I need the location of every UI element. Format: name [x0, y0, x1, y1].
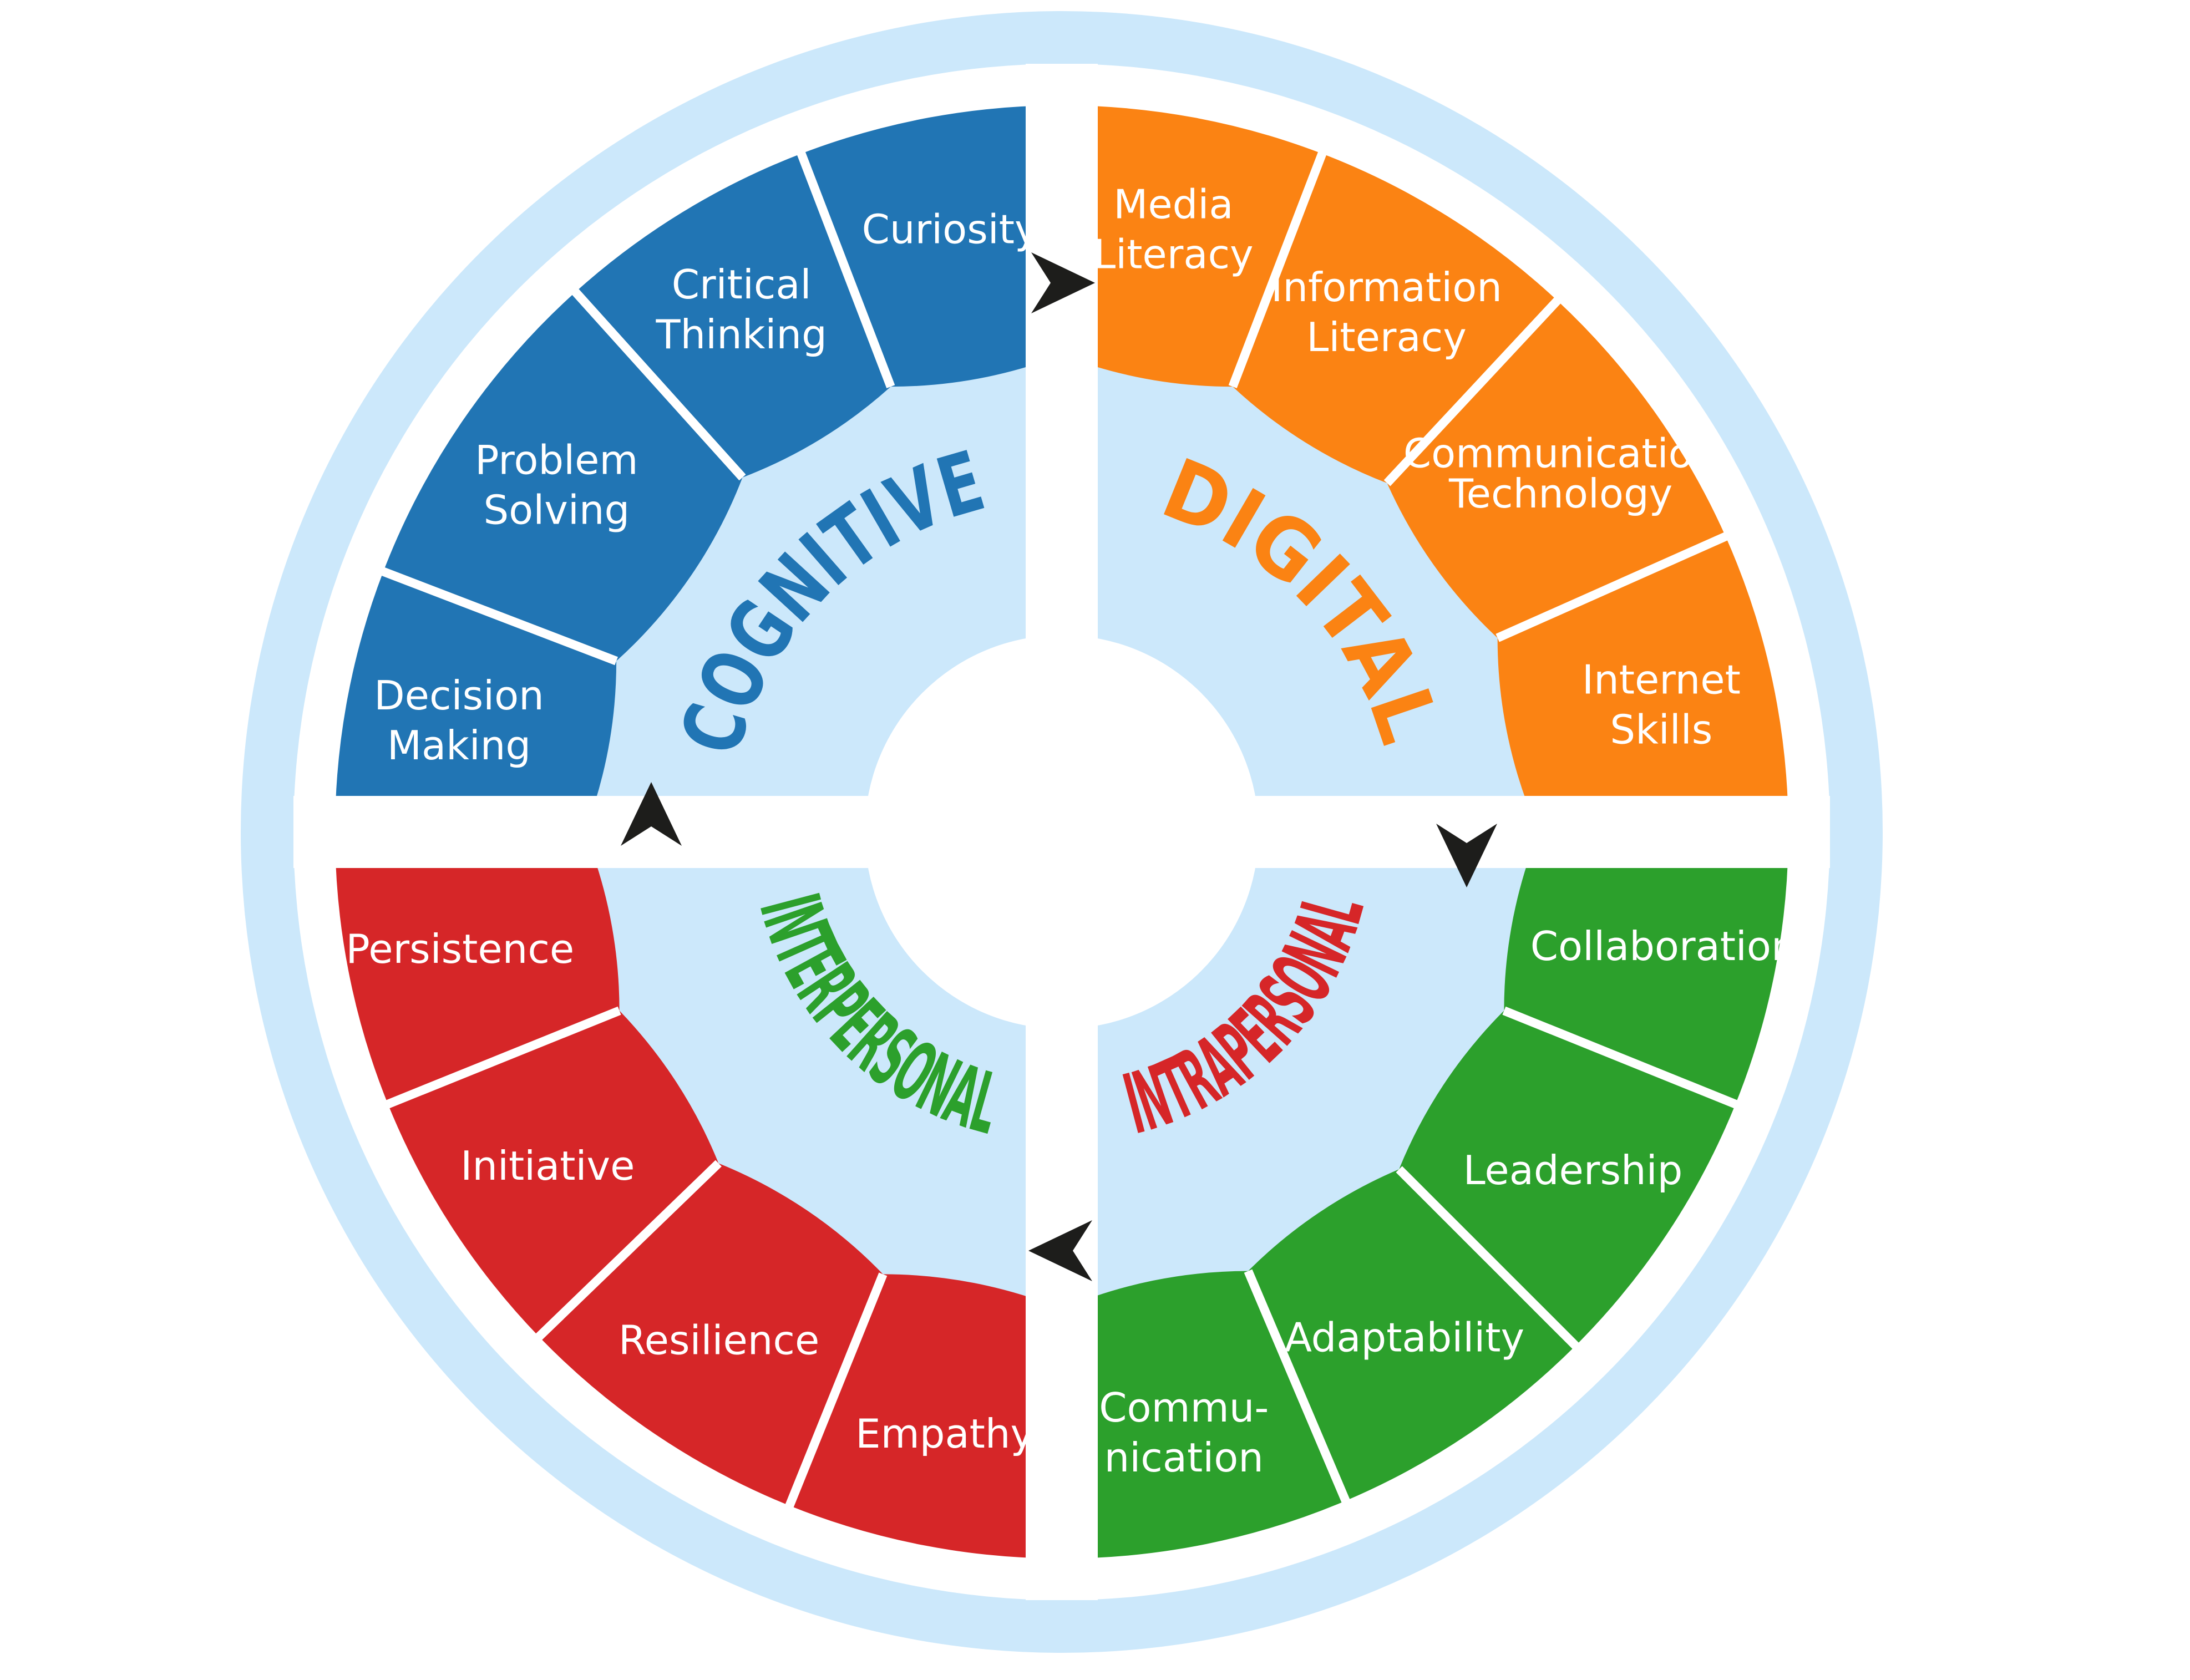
interpersonal-separator-1 [1502, 1006, 1740, 1110]
segment-label-line: Leadership [1463, 1147, 1683, 1194]
interpersonal-separator-3 [1244, 1269, 1351, 1505]
segment-label-line: Media [1113, 181, 1233, 228]
segment-label-line: Technology [1448, 470, 1672, 517]
segment-label-line: Making [387, 722, 531, 769]
intrapersonal-segment-label-4: Persistence [346, 926, 574, 972]
interpersonal-segment-label-2: Leadership [1463, 1147, 1683, 1194]
digital-separator-2 [1383, 295, 1563, 486]
intrapersonal-segment-3[interactable] [388, 1011, 719, 1337]
cognitive-separator-3 [796, 149, 895, 388]
cognitive-segment-3[interactable] [575, 154, 891, 478]
intrapersonal-segment-label-1: Empathy [855, 1410, 1034, 1457]
intrapersonal-separator-1 [784, 1272, 888, 1510]
segment-label-line: Literacy [1306, 314, 1467, 361]
segment-label-line: Communication [1403, 430, 1718, 476]
segment-label-line: Literacy [1093, 231, 1254, 278]
segment-label-line: Collaboration [1530, 923, 1797, 970]
cognitive-separator-1 [379, 566, 618, 666]
segment-label-line: Critical [672, 261, 812, 308]
segment-label-line: Problem [475, 437, 638, 483]
segment-label-line: Persistence [346, 926, 574, 972]
interpersonal-segment-label-4: Commu-nication [1099, 1384, 1269, 1481]
cognitive-separator-2 [570, 287, 746, 481]
segment-label-line: Decision [374, 672, 544, 719]
segment-label-line: Initiative [460, 1143, 635, 1189]
interpersonal-segment-label-1: Collaboration [1530, 923, 1797, 970]
intrapersonal-segment-2[interactable] [539, 1163, 883, 1506]
interpersonal-segment-label-3: Adaptability [1285, 1314, 1524, 1361]
digital-segment-3[interactable] [1387, 300, 1726, 638]
segment-label-line: Curiosity [862, 206, 1038, 253]
intrapersonal-separator-3 [383, 1006, 621, 1110]
segment-label-line: Empathy [855, 1410, 1034, 1457]
horizontal-divider [293, 796, 1830, 868]
intrapersonal-segment-label-2: Resilience [619, 1317, 819, 1363]
intrapersonal-segment-label-3: Initiative [460, 1143, 635, 1189]
segment-label-line: Commu- [1099, 1384, 1269, 1431]
segment-label-line: Adaptability [1285, 1314, 1524, 1361]
segment-label-line: Resilience [619, 1317, 819, 1363]
cognitive-segment-label-4: Curiosity [862, 206, 1038, 253]
arrow-intrapersonal-to-cognitive-icon [621, 782, 682, 846]
arrow-interpersonal-to-intrapersonal-icon [1028, 1220, 1092, 1281]
segment-label-line: Internet [1582, 656, 1741, 703]
segment-label-line: Thinking [655, 311, 827, 358]
digital-segment-2[interactable] [1233, 154, 1558, 484]
interpersonal-separator-2 [1396, 1166, 1581, 1351]
intrapersonal-separator-2 [534, 1160, 722, 1342]
arrow-cognitive-to-digital-icon [1031, 252, 1095, 313]
interpersonal-segment-3[interactable] [1248, 1169, 1576, 1501]
digital-separator-3 [1496, 531, 1730, 642]
segment-label-line: Skills [1610, 706, 1712, 753]
segment-label-line: Information [1271, 264, 1502, 311]
segment-label-line: Solving [483, 486, 630, 533]
segment-label-line: nication [1104, 1434, 1264, 1481]
interpersonal-segment-2[interactable] [1399, 1011, 1736, 1346]
digital-separator-1 [1228, 149, 1327, 388]
arrow-digital-to-interpersonal-icon [1436, 824, 1497, 887]
